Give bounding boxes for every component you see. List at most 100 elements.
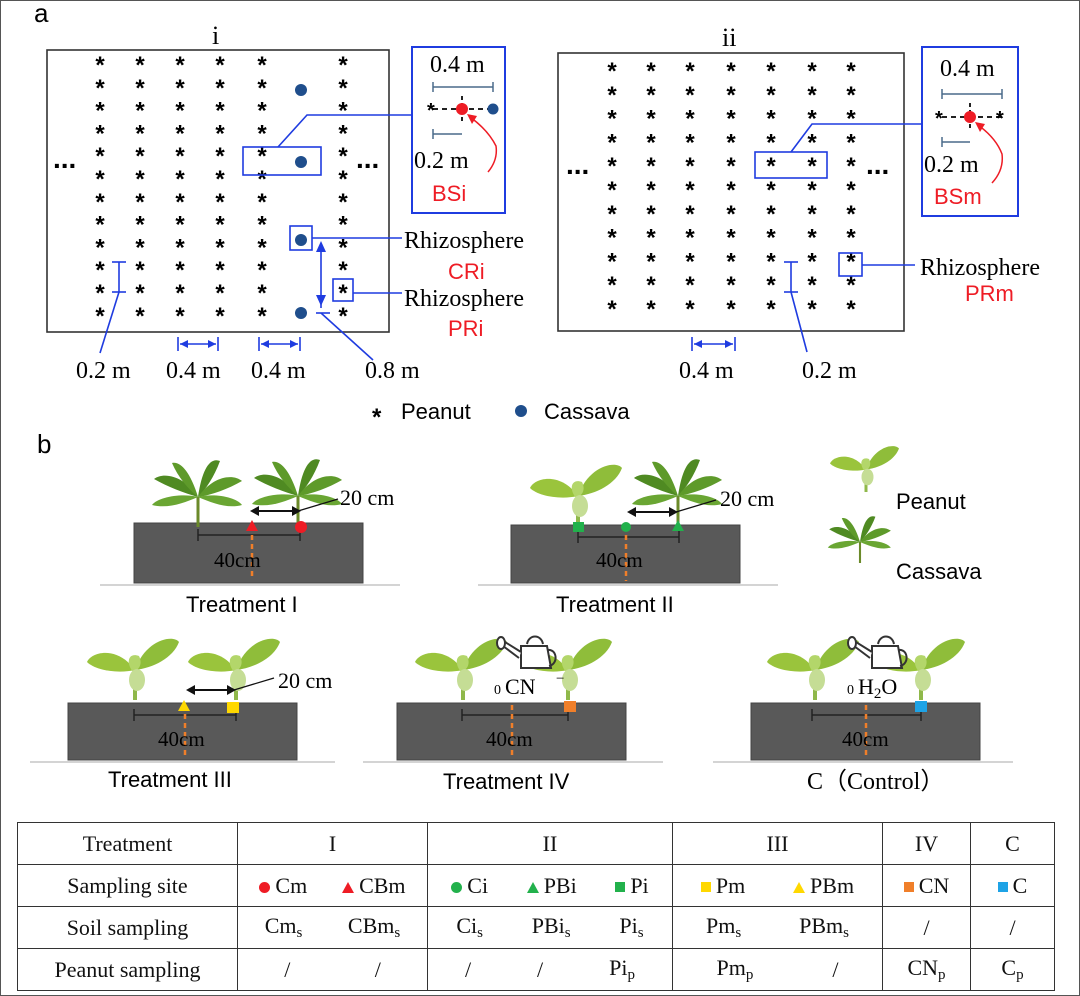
peanut-marker: *: [215, 212, 225, 239]
peanut-marker: *: [807, 296, 817, 323]
treatment-4-label: Treatment IV: [443, 769, 570, 794]
peanut-marker: *: [607, 272, 617, 299]
peanut-marker: *: [257, 280, 267, 307]
cbm-marker-icon: [342, 881, 355, 893]
peanut-marker: *: [807, 153, 817, 180]
peanut-marker: *: [646, 225, 656, 252]
peanut-marker: *: [257, 75, 267, 102]
table-col-II: II: [427, 822, 673, 865]
peanut-marker: *: [726, 129, 736, 156]
h2o-label: H2O: [858, 674, 897, 702]
peanut-marker: *: [846, 58, 856, 85]
treatment-2-label: Treatment II: [556, 592, 674, 617]
table-col-IV: IV: [882, 822, 971, 865]
peanut-marker: *: [215, 234, 225, 261]
peanut-marker: *: [95, 143, 105, 170]
dist-40-control: 40cm: [842, 727, 889, 751]
peanut-marker: *: [257, 303, 267, 330]
ellipsis-right-i: ...: [356, 143, 379, 174]
arrow-head: [694, 340, 702, 348]
peanut-marker: *: [766, 106, 776, 133]
peanut-marker: *: [607, 129, 617, 156]
peanut-marker: *: [766, 201, 776, 228]
peanut-marker: *: [175, 52, 185, 79]
table-row: Treatment I II III IV C: [17, 822, 1055, 865]
panel-a-label: a: [34, 0, 49, 28]
peanut-marker: *: [175, 120, 185, 147]
dim-02-i: 0.2 m: [76, 358, 131, 384]
connector-bsm: [790, 123, 922, 153]
table-cell: CNp: [882, 948, 971, 991]
peanut-marker: *: [607, 153, 617, 180]
soil-bed-t1: [133, 522, 364, 584]
h2o-o: O: [881, 674, 897, 699]
peanut-marker: *: [846, 272, 856, 299]
table-cell: Ci PBi Pi: [427, 864, 673, 907]
ellipsis-left-ii: ...: [566, 149, 589, 180]
label-bsi: BSi: [432, 181, 466, 206]
peanut-marker: *: [846, 106, 856, 133]
table-row: Peanut sampling / / / / Pip Pmp / CNp Cp: [17, 948, 1055, 991]
site-cn: CN: [918, 872, 950, 898]
peanut-marker: *: [135, 303, 145, 330]
rhizosphere-label-pri: Rhizosphere: [404, 286, 524, 312]
peanut-marker: *: [257, 212, 267, 239]
soil-pi: Pi: [619, 913, 638, 938]
table-cell: / / Pip: [427, 948, 673, 991]
peanut-marker: *: [646, 106, 656, 133]
table-header-label: Treatment: [17, 822, 238, 865]
soil-cbm: CBm: [347, 913, 395, 938]
peanut-marker: *: [257, 234, 267, 261]
peanut-marker: *: [685, 129, 695, 156]
table-cell: Cm CBm: [237, 864, 428, 907]
drop-glyph-c: 0: [847, 683, 854, 698]
site-c-marker: [915, 701, 927, 712]
peanut-marker: *: [726, 296, 736, 323]
peanut-grid-i: ****************************************…: [95, 52, 348, 330]
peanut-marker: *: [607, 225, 617, 252]
peanut-marker: *: [95, 166, 105, 193]
legend-peanut-symbol: *: [372, 404, 382, 431]
treatment-3-label: Treatment III: [108, 767, 232, 792]
cn-label: CN: [505, 674, 536, 699]
cassava-plant-icon: [150, 458, 244, 529]
peanut-marker: *: [338, 303, 348, 330]
peanut-pm: Pm: [716, 955, 746, 980]
peanut-marker: *: [257, 257, 267, 284]
soil-c: /: [970, 906, 1055, 949]
peanut-cbm: /: [374, 956, 381, 982]
peanut-marker: *: [215, 98, 225, 125]
peanut-marker: *: [846, 177, 856, 204]
site-cbm-marker: [246, 520, 258, 531]
peanut-marker: *: [685, 272, 695, 299]
dist-20-t1: 20 cm: [340, 485, 394, 510]
peanut-marker: *: [215, 120, 225, 147]
peanut-marker: *: [726, 201, 736, 228]
peanut-marker: *: [215, 303, 225, 330]
c-marker-icon: [997, 882, 1008, 893]
peanut-marker: *: [726, 82, 736, 109]
peanut-marker: *: [807, 82, 817, 109]
soil-sub: s: [564, 925, 571, 941]
peanut-marker: *: [135, 75, 145, 102]
table-cell: Cp: [970, 948, 1055, 991]
site-ci-marker: [621, 522, 631, 532]
table-row-label: Sampling site: [17, 864, 238, 907]
ci-marker-icon: [451, 881, 463, 893]
site-cn-marker: [564, 701, 576, 712]
peanut-marker: *: [807, 272, 817, 299]
subpanel-i-label: i: [212, 21, 219, 50]
peanut-marker: *: [607, 177, 617, 204]
panel-b-label: b: [37, 429, 51, 459]
soil-sub: s: [394, 925, 401, 941]
pbm-marker-icon: [793, 881, 806, 893]
rhizosphere-label-cri: Rhizosphere: [404, 228, 524, 254]
dist-20-t2: 20 cm: [720, 486, 774, 511]
treatment-1-label: Treatment I: [186, 592, 298, 617]
peanut-marker: *: [175, 189, 185, 216]
cassava-dot: [487, 103, 499, 115]
dist-20-t3: 20 cm: [278, 668, 332, 693]
peanut-marker: *: [95, 257, 105, 284]
cassava-plant-icon: [630, 457, 724, 528]
table-row: Sampling site Cm CBm Ci PBi Pi Pm PBm CN…: [17, 864, 1055, 907]
